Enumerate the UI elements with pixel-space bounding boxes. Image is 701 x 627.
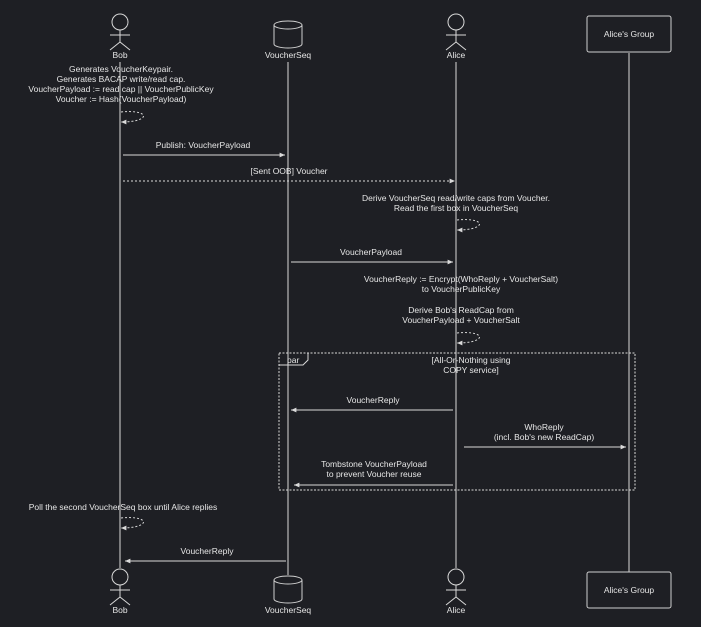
svg-text:WhoReply: WhoReply (524, 422, 564, 432)
par-frame-condition-line-1: [All-Or-Nothing using (432, 355, 511, 365)
note-bob-poll: Poll the second VoucherSeq box until Ali… (29, 502, 218, 512)
svg-text:Read the first box in VoucherS: Read the first box in VoucherSeq (394, 203, 519, 213)
participant-label-alice: Alice (447, 50, 466, 60)
participant-group-bottom: Alice's Group (586, 571, 672, 609)
participant-alice-bottom: Alice (445, 568, 467, 615)
participant-label-voucherseq: VoucherSeq (265, 50, 312, 60)
note-alice-derive-seq: Derive VoucherSeq read/write caps from V… (362, 193, 550, 213)
message-label-voucher-payload: VoucherPayload (340, 247, 402, 257)
par-frame-condition-line-2: COPY service] (443, 365, 499, 375)
note-alice-reply: VoucherReply := Encrypt(WhoReply + Vouch… (364, 274, 558, 294)
svg-text:(incl. Bob's new ReadCap): (incl. Bob's new ReadCap) (494, 432, 595, 442)
participant-label-group: Alice's Group (604, 29, 655, 39)
svg-text:Generates BACAP write/read cap: Generates BACAP write/read cap. (57, 74, 186, 84)
svg-text:Derive Bob's ReadCap from: Derive Bob's ReadCap from (408, 305, 514, 315)
svg-text:to prevent Voucher reuse: to prevent Voucher reuse (327, 469, 422, 479)
svg-text:Voucher := Hash(VoucherPayload: Voucher := Hash(VoucherPayload) (56, 94, 187, 104)
self-message-bob-poll (120, 517, 144, 531)
svg-text:Tombstone VoucherPayload: Tombstone VoucherPayload (321, 459, 427, 469)
note-bob-generate: Generates VoucherKeypair. Generates BACA… (28, 64, 214, 104)
self-message-alice-readcap (456, 332, 480, 346)
svg-text:Bob: Bob (112, 605, 127, 615)
participant-group-top: Alice's Group (586, 15, 672, 53)
self-message-alice-derive-seq (456, 219, 480, 233)
message-label-who-reply: WhoReply (incl. Bob's new ReadCap) (494, 422, 595, 442)
participant-bob-top: Bob (109, 13, 131, 60)
message-label-publish: Publish: VoucherPayload (156, 140, 251, 150)
par-frame-label: par (287, 355, 299, 365)
participant-bob-bottom: Bob (109, 568, 131, 615)
message-label-voucher-reply-2: VoucherReply (181, 546, 235, 556)
svg-text:Alice's Group: Alice's Group (604, 585, 655, 595)
svg-text:Alice: Alice (447, 605, 466, 615)
svg-text:to VoucherPublicKey: to VoucherPublicKey (422, 284, 501, 294)
message-label-tombstone: Tombstone VoucherPayload to prevent Vouc… (321, 459, 427, 479)
participant-voucherseq-top: VoucherSeq (265, 20, 312, 60)
svg-text:VoucherSeq: VoucherSeq (265, 605, 312, 615)
participant-alice-top: Alice (445, 13, 467, 60)
svg-text:VoucherPayload := read cap ||: VoucherPayload := read cap || VoucherPub… (28, 84, 214, 94)
svg-text:VoucherReply := Encrypt(WhoRep: VoucherReply := Encrypt(WhoReply + Vouch… (364, 274, 558, 284)
svg-text:Derive VoucherSeq read/write c: Derive VoucherSeq read/write caps from V… (362, 193, 550, 203)
self-message-bob-generate (120, 111, 144, 125)
participant-voucherseq-bottom: VoucherSeq (265, 575, 312, 615)
message-label-voucher-reply-1: VoucherReply (347, 395, 401, 405)
note-alice-readcap: Derive Bob's ReadCap from VoucherPayload… (402, 305, 520, 325)
participant-label-bob: Bob (112, 50, 127, 60)
svg-text:Generates VoucherKeypair.: Generates VoucherKeypair. (69, 64, 173, 74)
par-frame: par [All-Or-Nothing using COPY service] (278, 352, 636, 491)
message-label-sent-oob: [Sent OOB] Voucher (250, 166, 327, 176)
svg-text:VoucherPayload + VoucherSalt: VoucherPayload + VoucherSalt (402, 315, 520, 325)
